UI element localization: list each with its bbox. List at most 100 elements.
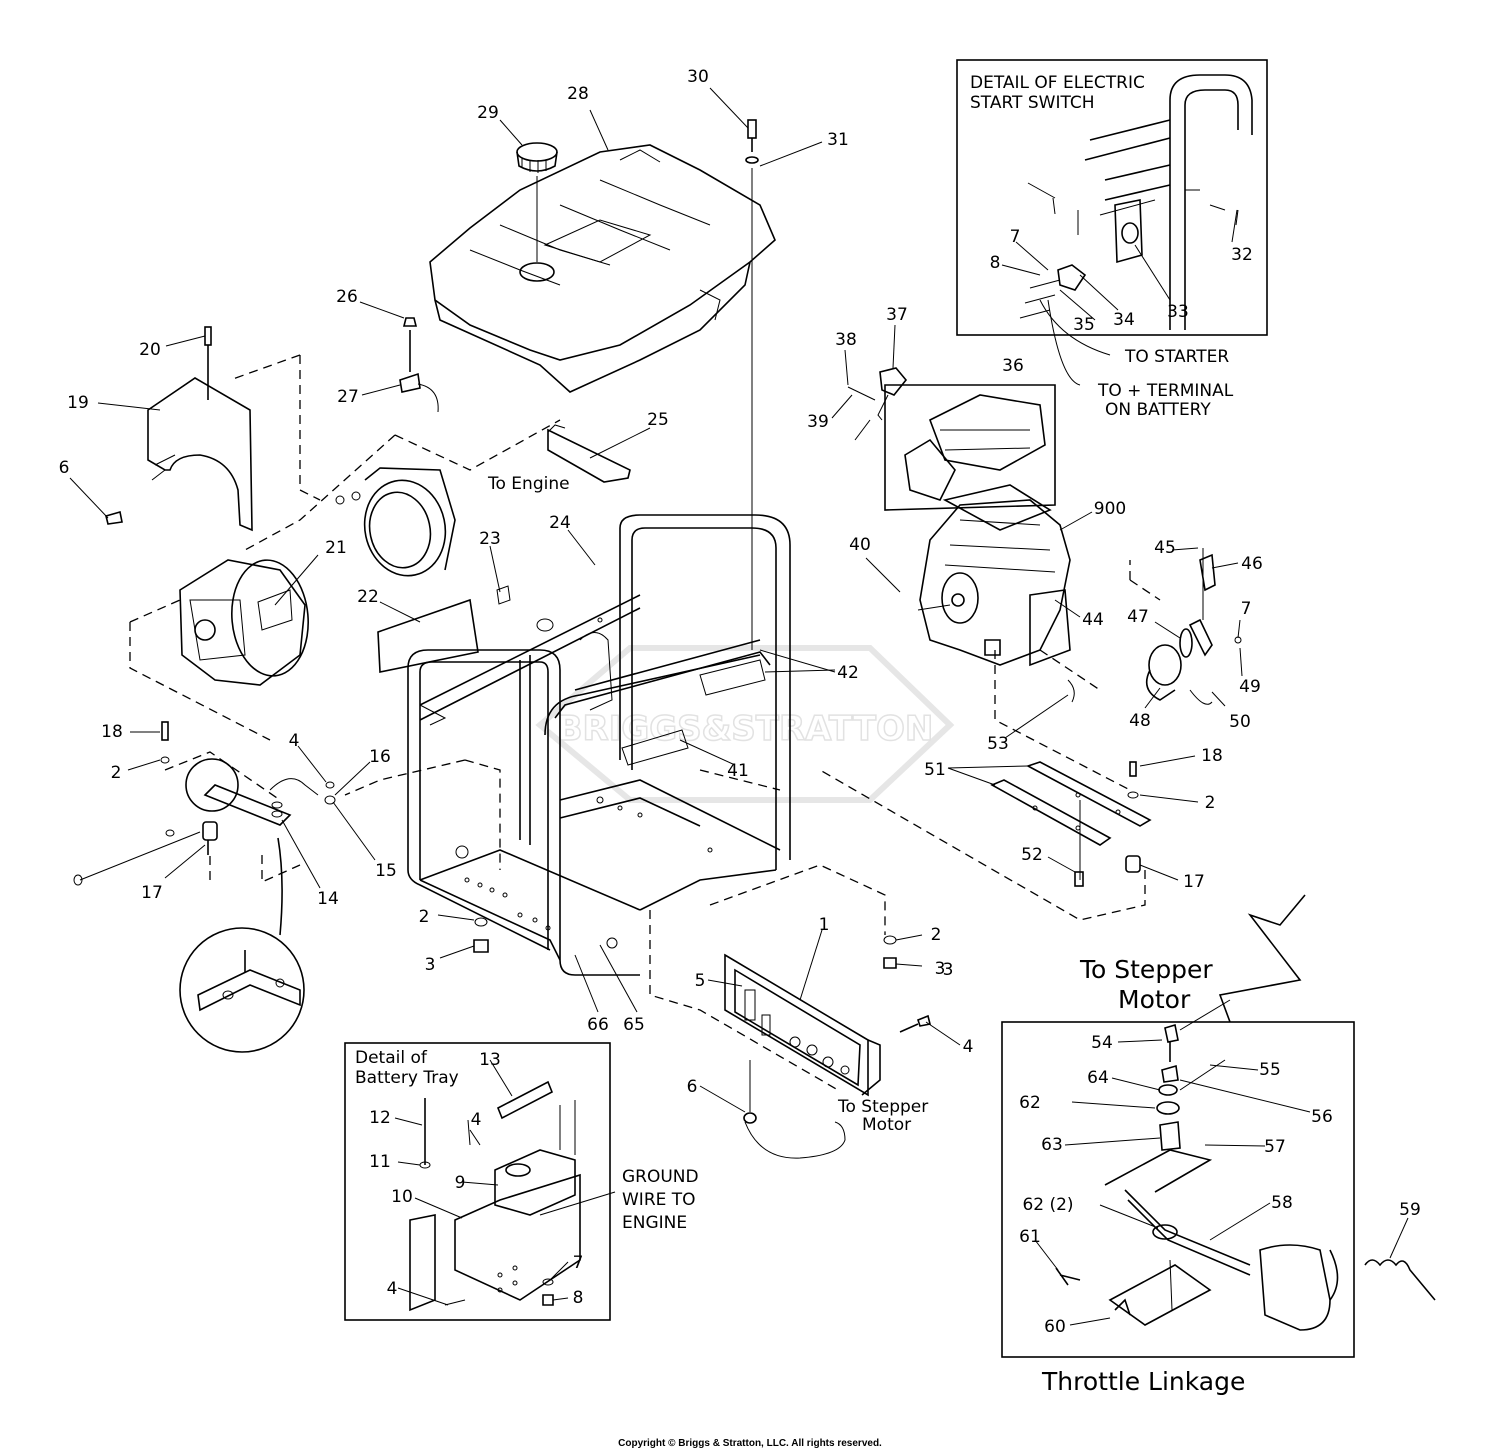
part-number-53: 53 <box>987 734 1009 754</box>
part-number-52: 52 <box>1021 845 1043 865</box>
part-number-7: 7 <box>573 1253 584 1273</box>
part-number-32: 32 <box>1231 245 1253 265</box>
inset-title-line1: DETAIL OF ELECTRIC <box>970 73 1145 93</box>
part-number-5: 5 <box>695 971 706 991</box>
part-number-1: 1 <box>819 915 830 935</box>
control-panel <box>649 864 931 1159</box>
inset-title-line2: START SWITCH <box>970 93 1095 113</box>
tank-bolt <box>745 119 759 650</box>
part-number-3: 3 <box>943 960 954 980</box>
part-number-26: 26 <box>336 287 358 307</box>
break-line <box>1218 894 1306 1023</box>
engine-detail-box <box>884 384 1056 511</box>
part-number-8: 8 <box>573 1288 584 1308</box>
fuel-tank <box>429 144 776 393</box>
magnified-detail <box>179 837 305 1053</box>
part-number-25: 25 <box>647 410 669 430</box>
part-number-21: 21 <box>325 538 347 558</box>
part-number-18: 18 <box>101 722 123 742</box>
part-number-58: 58 <box>1271 1193 1293 1213</box>
part-number-38: 38 <box>835 330 857 350</box>
to-terminal-label-1: TO + TERMINAL <box>1097 381 1234 401</box>
part-number-17: 17 <box>1183 872 1205 892</box>
left-mount-assembly <box>73 721 336 886</box>
frame <box>407 514 791 976</box>
part-number-30: 30 <box>687 67 709 87</box>
part-number-2: 2 <box>1205 793 1216 813</box>
decal-plate <box>377 585 511 673</box>
to-engine-label: To Engine <box>487 474 570 494</box>
part-number-16: 16 <box>369 747 391 767</box>
battery-inset-title-line2: Battery Tray <box>355 1068 459 1088</box>
part-number-4: 4 <box>387 1279 398 1299</box>
part-number-51: 51 <box>924 760 946 780</box>
part-number-66: 66 <box>587 1015 609 1035</box>
part-number-23: 23 <box>479 529 501 549</box>
part-number-2: 2 <box>931 925 942 945</box>
part-number-49: 49 <box>1239 677 1261 697</box>
part-number-4: 4 <box>289 731 300 751</box>
part-number-50: 50 <box>1229 712 1251 732</box>
battery-inset-title-line1: Detail of <box>355 1048 428 1068</box>
fuel-cap <box>516 142 558 262</box>
part-number-39: 39 <box>807 412 829 432</box>
part-number-63: 63 <box>1041 1135 1063 1155</box>
to-terminal-label-2: ON BATTERY <box>1105 400 1211 420</box>
part-number-41: 41 <box>727 761 749 781</box>
part-number-3: 3 <box>935 959 946 979</box>
part-number-14: 14 <box>317 889 339 909</box>
part-number-29: 29 <box>477 103 499 123</box>
inset-battery-tray: Detail of Battery Tray <box>344 1042 611 1321</box>
leader-lines <box>69 87 1409 1326</box>
part-number-19: 19 <box>67 393 89 413</box>
part-number-4: 4 <box>471 1110 482 1130</box>
engine <box>917 484 1075 703</box>
to-stepper-big-2: Motor <box>1118 985 1191 1014</box>
part-number-60: 60 <box>1044 1317 1066 1337</box>
part-number-8: 8 <box>990 253 1001 273</box>
part-number-12: 12 <box>369 1108 391 1128</box>
part-number-42: 42 <box>837 663 859 683</box>
frame-nuts <box>473 917 897 969</box>
to-stepper-small-1: To Stepper <box>837 1097 928 1117</box>
part-number-59: 59 <box>1399 1200 1421 1220</box>
part-number-55: 55 <box>1259 1060 1281 1080</box>
ground-wire-2: WIRE TO <box>622 1190 696 1210</box>
ground-wire-3: ENGINE <box>622 1213 687 1233</box>
part-number-13: 13 <box>479 1050 501 1070</box>
fuel-valve <box>399 317 439 413</box>
part-number-9: 9 <box>455 1173 466 1193</box>
engine-rails <box>990 761 1152 887</box>
part-number-18: 18 <box>1201 746 1223 766</box>
frame-holes <box>464 617 713 931</box>
throttle-linkage-title: Throttle Linkage <box>1041 1367 1245 1396</box>
part-number-28: 28 <box>567 84 589 104</box>
part-number-20: 20 <box>139 340 161 360</box>
part-number-labels: 3031282926272019625242322211824161514172… <box>59 67 1421 1337</box>
part-number-7: 7 <box>1010 227 1021 247</box>
part-number-62-2: 62 (2) <box>1022 1195 1073 1215</box>
part-number-48: 48 <box>1129 711 1151 731</box>
part-number-15: 15 <box>375 861 397 881</box>
to-starter-label: TO STARTER <box>1124 347 1229 367</box>
watermark-text: BRIGGS&STRATTON <box>557 709 934 749</box>
part-number-7: 7 <box>1241 599 1252 619</box>
part-number-37: 37 <box>886 305 908 325</box>
end-cover-panel <box>105 326 253 532</box>
part-number-27: 27 <box>337 387 359 407</box>
alternator <box>179 559 309 686</box>
part-number-46: 46 <box>1241 554 1263 574</box>
part-number-61: 61 <box>1019 1227 1041 1247</box>
part-number-6: 6 <box>687 1077 698 1097</box>
fan-housing <box>335 467 456 577</box>
part-number-47: 47 <box>1127 607 1149 627</box>
tank-bracket <box>547 424 631 483</box>
part-number-6: 6 <box>59 458 70 478</box>
to-stepper-big-1: To Stepper <box>1079 955 1213 984</box>
part-number-11: 11 <box>369 1152 391 1172</box>
inset-throttle-linkage <box>1001 999 1436 1358</box>
part-number-17: 17 <box>141 883 163 903</box>
part-number-45: 45 <box>1154 538 1176 558</box>
part-number-2: 2 <box>111 763 122 783</box>
